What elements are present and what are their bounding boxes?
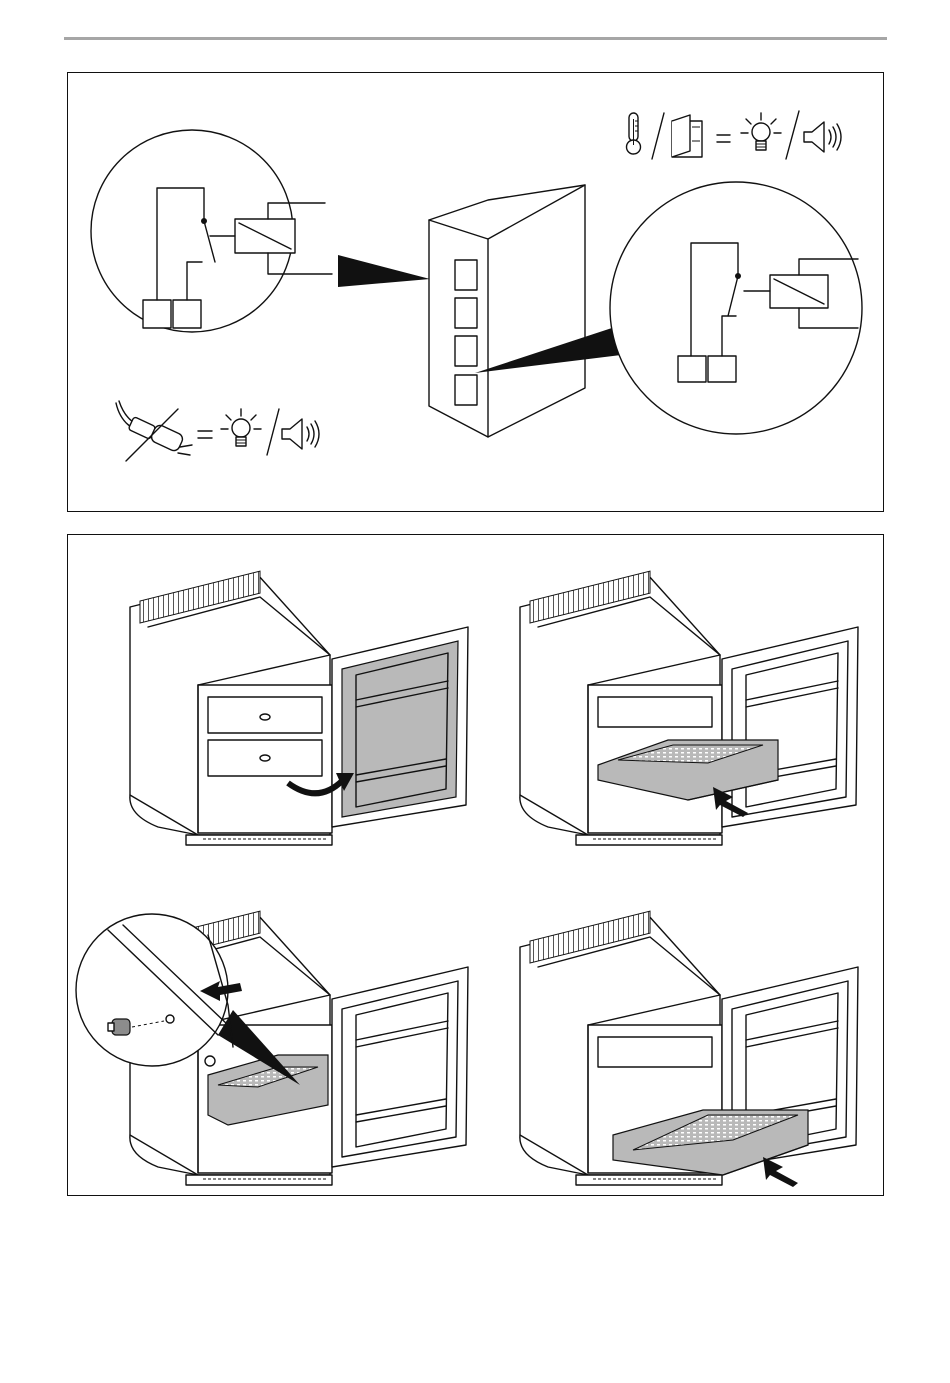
control-unit — [429, 185, 585, 437]
tray-removal-panel — [67, 534, 884, 1196]
slash-icon — [652, 113, 664, 159]
speaker-icon — [282, 419, 319, 449]
alarm-diagram — [68, 73, 885, 513]
open-door-icon — [672, 115, 702, 157]
alarm-diagram-panel — [67, 72, 884, 512]
thermometer-icon — [627, 113, 641, 154]
step-unscrew-stop — [76, 911, 468, 1185]
slash-icon — [786, 111, 799, 159]
unplugged-mains-plug-icon — [116, 401, 192, 461]
header-rule — [64, 37, 887, 40]
remove-arrow-icon — [763, 1157, 798, 1187]
step-open-door — [130, 571, 468, 845]
step-remove-tray — [520, 911, 858, 1187]
left-callout-beam — [338, 255, 430, 287]
slash-icon — [267, 409, 279, 455]
speaker-icon — [804, 122, 841, 152]
light-bulb-icon — [221, 409, 261, 446]
equals-icon — [198, 431, 212, 438]
step-pull-out-tray — [520, 571, 858, 845]
tray-removal-illustrations — [68, 535, 885, 1197]
light-bulb-icon — [741, 113, 781, 150]
equals-icon — [717, 135, 730, 142]
